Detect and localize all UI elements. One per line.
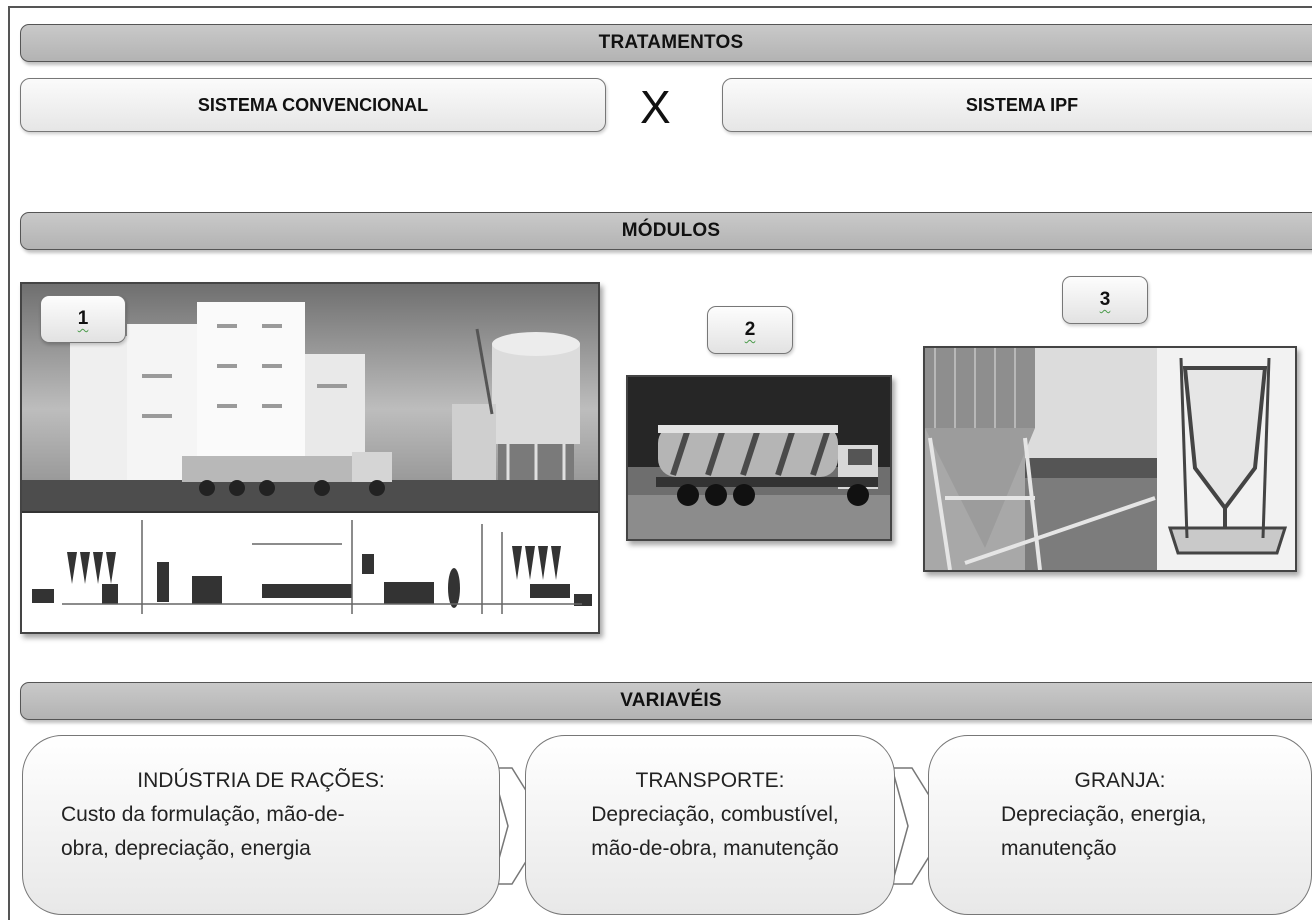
module-3-label: 3 <box>1062 276 1148 324</box>
sistema-ipf-box: SISTEMA IPF <box>722 78 1312 132</box>
versus-mark: X <box>640 81 671 133</box>
sistema-ipf-label: SISTEMA IPF <box>965 94 1079 115</box>
arrow-to-granja <box>891 767 949 885</box>
arrow-to-transporte <box>491 767 549 885</box>
industria-racoes-box: INDÚSTRIA DE RAÇÕES: Custo da formulação… <box>22 735 500 915</box>
variaveis-title: VARIAVÉIS <box>620 690 722 711</box>
diagram-frame <box>8 6 1312 920</box>
granja-body-line1: Depreciação, energia, <box>1001 803 1207 826</box>
variaveis-banner: VARIAVÉIS <box>20 682 1312 720</box>
transporte-box: TRANSPORTE: Depreciação, combustível, mã… <box>525 735 895 915</box>
farm-silo-illustration <box>925 348 1295 570</box>
module-2-label: 2 <box>707 306 793 354</box>
sistema-convencional-box: SISTEMA CONVENCIONAL <box>20 78 606 132</box>
transporte-body-line2: mão-de-obra, manutenção <box>591 837 839 860</box>
tratamentos-title: TRATAMENTOS <box>598 32 744 53</box>
modulos-banner: MÓDULOS <box>20 212 1312 250</box>
industria-racoes-body-line1: Custo da formulação, mão-de- <box>61 803 345 826</box>
transporte-body-line1: Depreciação, combustível, <box>591 803 839 826</box>
feed-truck-illustration <box>628 377 890 539</box>
granja-body-line2: manutenção <box>1001 837 1117 860</box>
tratamentos-banner: TRATAMENTOS <box>20 24 1312 62</box>
farm-silo-photo <box>923 346 1297 572</box>
granja-box: GRANJA: Depreciação, energia, manutenção <box>928 735 1312 915</box>
industria-racoes-body-line2: obra, depreciação, energia <box>61 837 311 860</box>
feed-truck-photo <box>626 375 892 541</box>
industria-racoes-title: INDÚSTRIA DE RAÇÕES: <box>137 769 385 792</box>
modulos-title: MÓDULOS <box>621 220 721 241</box>
granja-title: GRANJA: <box>1074 769 1166 792</box>
module-1-label: 1 <box>40 295 126 343</box>
feed-mill-illustration <box>22 284 598 632</box>
sistema-convencional-label: SISTEMA CONVENCIONAL <box>197 94 429 115</box>
transporte-title: TRANSPORTE: <box>635 769 785 792</box>
